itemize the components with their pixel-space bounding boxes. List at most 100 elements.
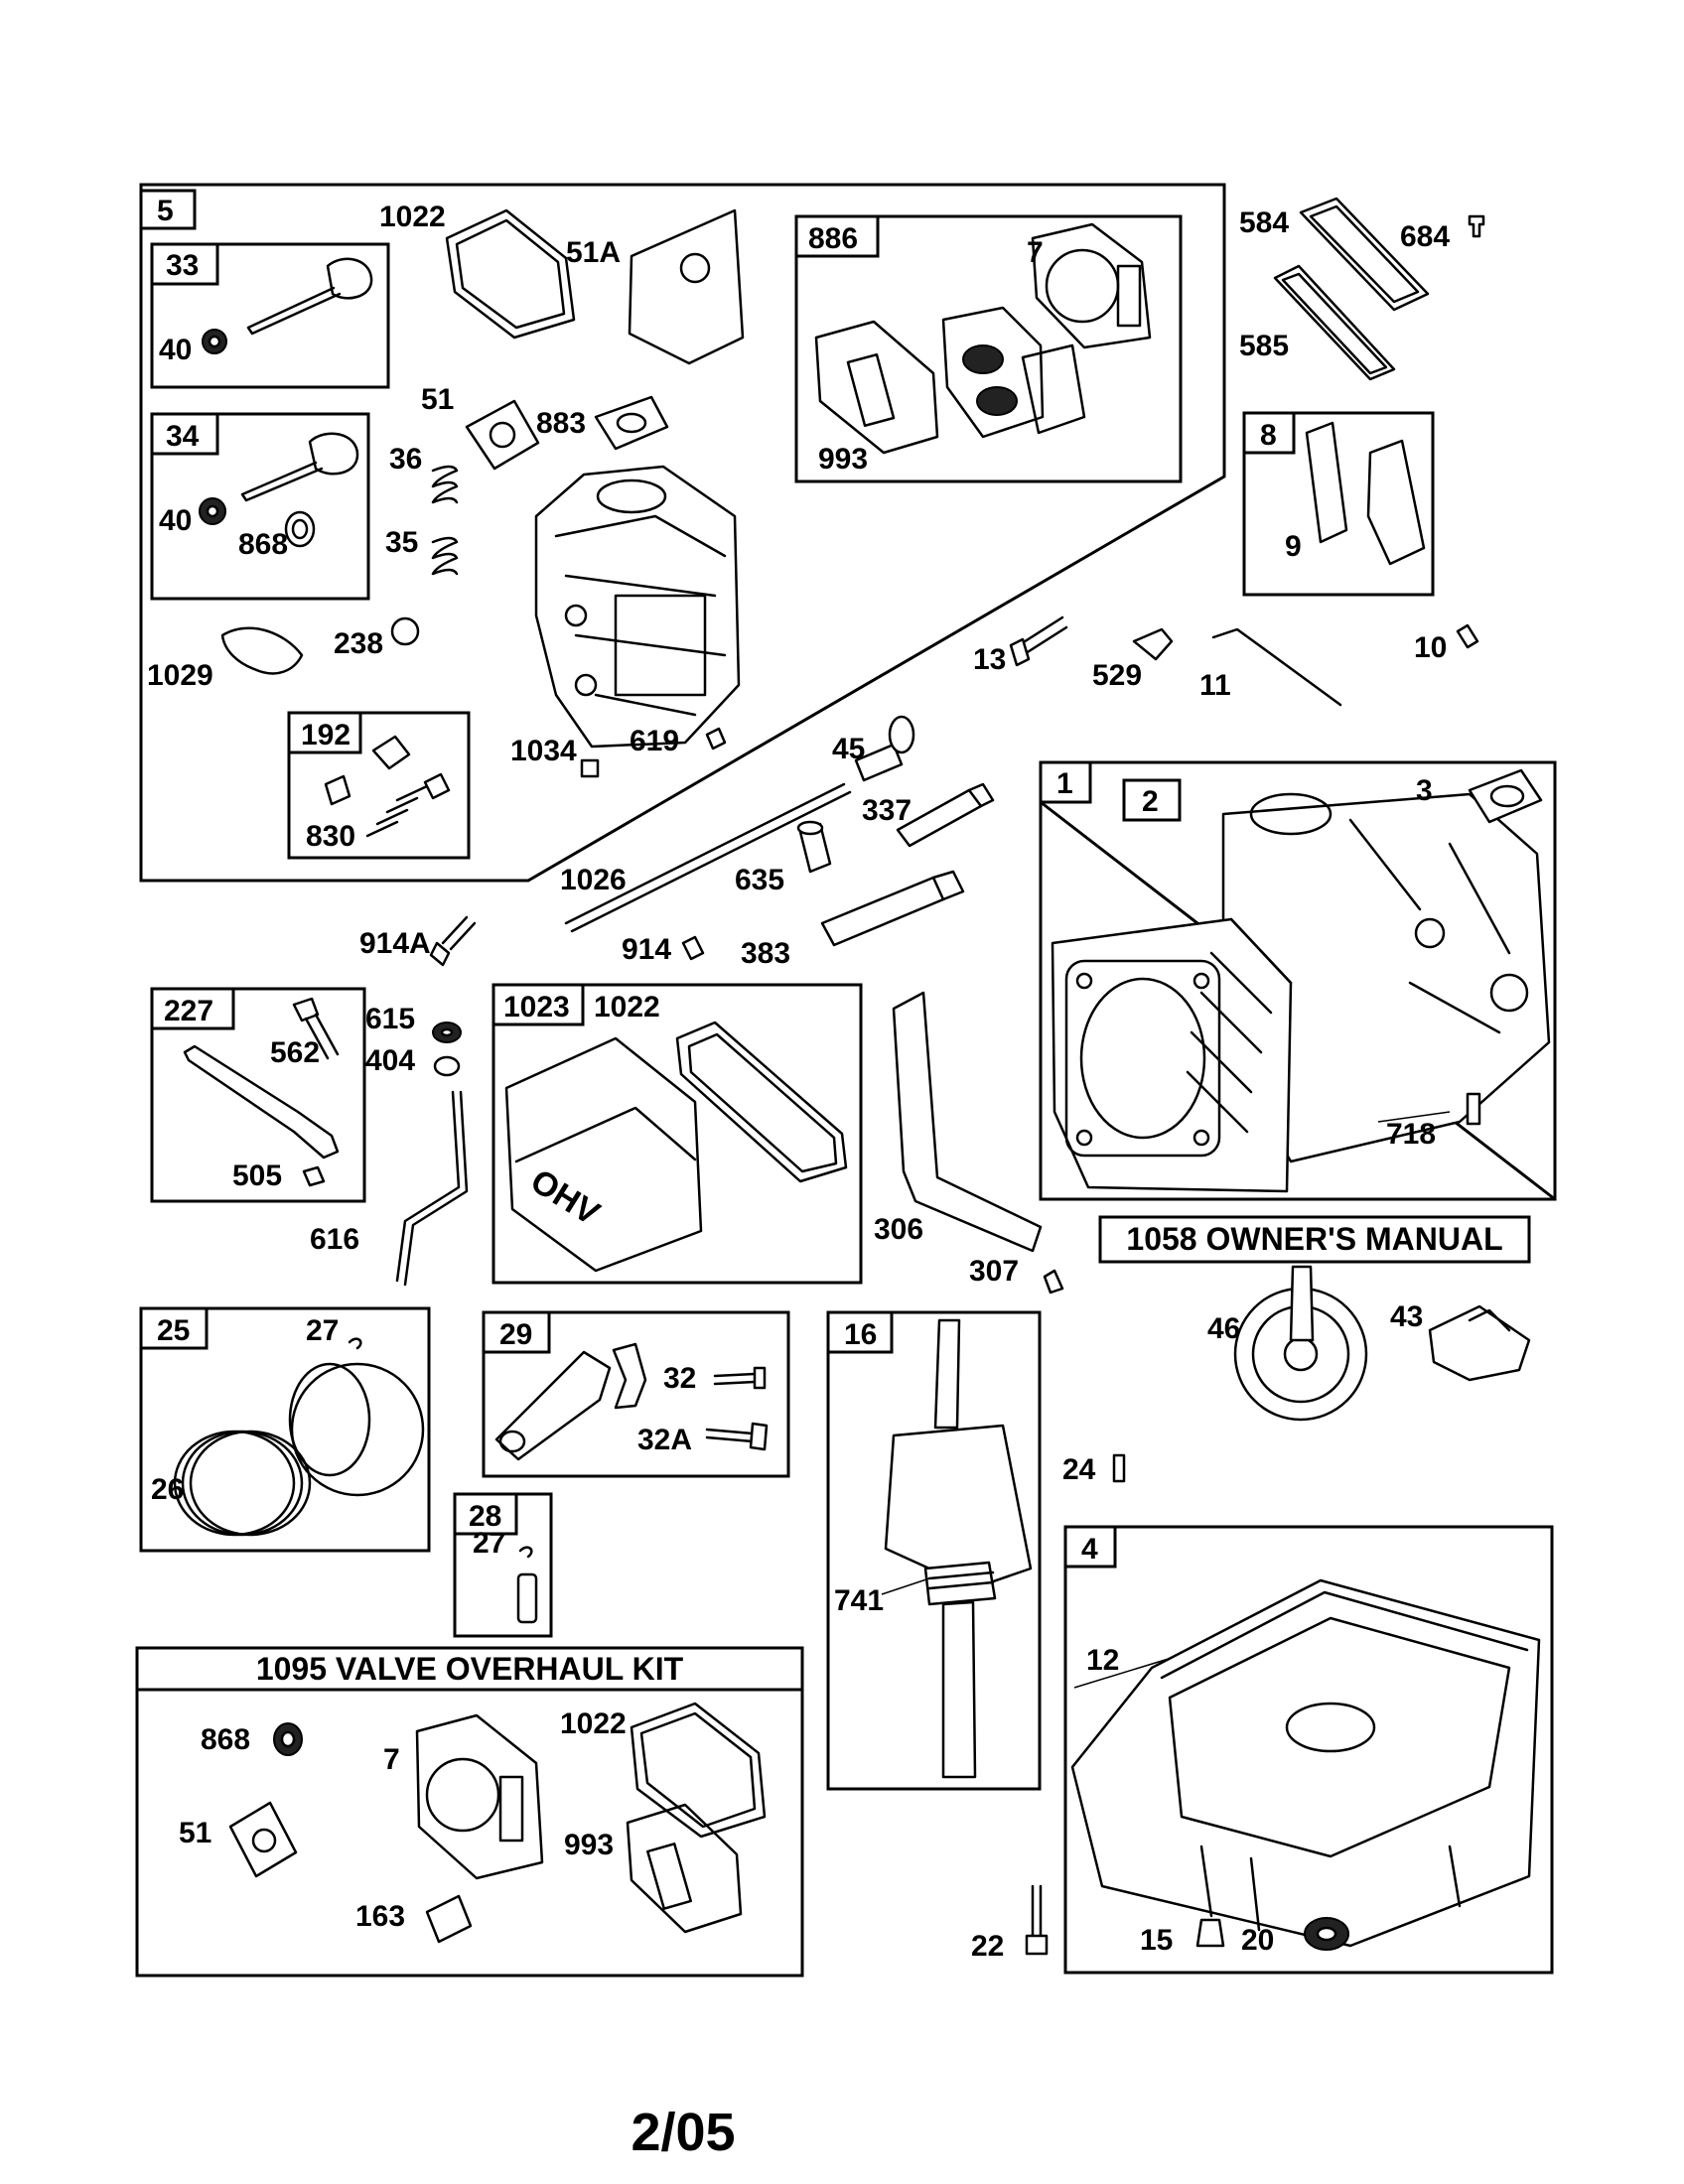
- screw-10-drawing: [1456, 623, 1479, 649]
- part-label: 337: [862, 794, 912, 827]
- box-25-tag: [139, 1306, 209, 1350]
- box-4-frame: [1063, 1525, 1554, 1975]
- part-label: 868: [238, 528, 288, 561]
- part-label: 383: [741, 937, 790, 970]
- part-label: 883: [536, 407, 586, 440]
- part-label: 1022: [594, 991, 660, 1024]
- part-label: 27: [306, 1314, 339, 1347]
- gasket-883-drawing: [594, 395, 669, 451]
- valve-cover-drawing: OHV: [504, 1021, 848, 1273]
- part-label: 22: [971, 1930, 1004, 1963]
- part-label: 718: [1386, 1118, 1436, 1151]
- part-label: 868: [201, 1723, 250, 1756]
- governor-lever-drawing: [183, 997, 340, 1187]
- fitting-635-drawing: [796, 820, 832, 874]
- intake-plate-drawing: [628, 208, 745, 365]
- box-16-number: 16: [844, 1318, 877, 1351]
- part-labels: 1022 51A 40 51 883 36 35 40 868 1029 238…: [147, 201, 1450, 1963]
- part-label: 40: [159, 504, 192, 537]
- bolt-914A-drawing: [429, 915, 477, 967]
- part-label: 1022: [560, 1707, 627, 1740]
- part-label: 7: [1027, 236, 1044, 269]
- connecting-rod-drawing: [494, 1342, 769, 1461]
- part-label: 615: [365, 1003, 415, 1035]
- box-29-number: 29: [499, 1318, 532, 1351]
- baffle-306-drawing: [892, 991, 1043, 1253]
- part-label: 13: [973, 643, 1006, 676]
- part-label: 585: [1239, 330, 1289, 362]
- part-label: 51: [421, 383, 454, 416]
- tube-45-drawing: [854, 715, 915, 782]
- box-25-number: 25: [157, 1314, 190, 1347]
- screw-307-drawing: [1043, 1269, 1064, 1295]
- box-33-tag: [150, 242, 219, 286]
- part-label: 741: [834, 1584, 884, 1617]
- box-1023-number: 1023: [503, 991, 570, 1024]
- part-label: 914A: [359, 927, 431, 960]
- box-1023-frame: [491, 983, 863, 1285]
- plug-238-drawing: [390, 616, 420, 646]
- dowel-24-drawing: [1112, 1453, 1126, 1483]
- piston-pin-drawing: [516, 1572, 538, 1624]
- part-label: 26: [151, 1473, 184, 1506]
- box-29-tag: [482, 1310, 551, 1354]
- valve-springs-drawing: [431, 465, 459, 576]
- intake-gasket-51-drawing: [465, 399, 540, 471]
- part-label: 35: [385, 526, 418, 559]
- part-label: 20: [1241, 1924, 1274, 1957]
- part-label: 43: [1390, 1300, 1423, 1333]
- stud-kit-drawing: [324, 735, 451, 838]
- box-4-number: 4: [1081, 1533, 1098, 1566]
- part-label: 914: [622, 933, 671, 966]
- box-1023-tag: [491, 983, 585, 1026]
- part-label: 15: [1140, 1924, 1173, 1957]
- box-192-frame: [287, 711, 471, 860]
- clip-529-drawing: [1132, 627, 1174, 661]
- screw-914-drawing: [681, 935, 705, 961]
- part-label: 1034: [510, 735, 577, 767]
- valve-kit-frame: [135, 1646, 804, 1978]
- box-8-tag: [1242, 411, 1296, 455]
- box-33-number: 33: [166, 249, 199, 282]
- box-33-frame: [150, 242, 390, 389]
- valve-kit-title: 1095 VALVE OVERHAUL KIT: [256, 1651, 684, 1687]
- breather-parts-drawing: [1273, 197, 1485, 381]
- part-label: 9: [1285, 530, 1302, 563]
- cylinder-head-drawing: [534, 465, 741, 749]
- box-34-frame: [150, 412, 370, 601]
- box-227-frame: [150, 987, 366, 1203]
- box-1-number: 1: [1056, 767, 1073, 800]
- rocker-arm-drawing: [220, 626, 304, 675]
- bolt-13-drawing: [1009, 615, 1068, 667]
- box-4-tag: [1063, 1525, 1117, 1569]
- box-227-number: 227: [164, 995, 213, 1027]
- gasket-set-drawing: [814, 222, 1152, 455]
- box-8-frame: [1242, 411, 1435, 597]
- part-label: 32: [663, 1362, 696, 1395]
- part-label: 404: [365, 1044, 415, 1077]
- box-2-number: 2: [1142, 785, 1159, 818]
- sump-fasteners-drawing: [1025, 1884, 1349, 1956]
- valve-kit-parts-drawing: [228, 1702, 767, 1944]
- box-1-tag: [1039, 760, 1092, 804]
- box-28-number: 28: [469, 1500, 501, 1533]
- spark-plug-drawing: [896, 782, 995, 848]
- part-label: 529: [1092, 659, 1142, 692]
- box-227-tag: [150, 987, 235, 1030]
- pushrod-1026-drawing: [564, 782, 852, 933]
- crankshaft-drawing: [884, 1318, 1033, 1779]
- part-619-drawing: [705, 727, 727, 751]
- box-34-number: 34: [166, 420, 200, 453]
- part-label: 307: [969, 1255, 1019, 1288]
- owners-manual-frame: [1098, 1215, 1531, 1264]
- box-25-frame: [139, 1306, 431, 1553]
- footer-date: 2/05: [631, 2103, 735, 2162]
- box-16-frame: [826, 1310, 1042, 1791]
- washers-615-404-drawing: [432, 1022, 462, 1077]
- part-label: 36: [389, 443, 422, 476]
- box-192-tag: [287, 711, 362, 754]
- leader-lines: [881, 1111, 1451, 1689]
- part-label: 7: [383, 1743, 400, 1776]
- part-label: 10: [1414, 631, 1447, 664]
